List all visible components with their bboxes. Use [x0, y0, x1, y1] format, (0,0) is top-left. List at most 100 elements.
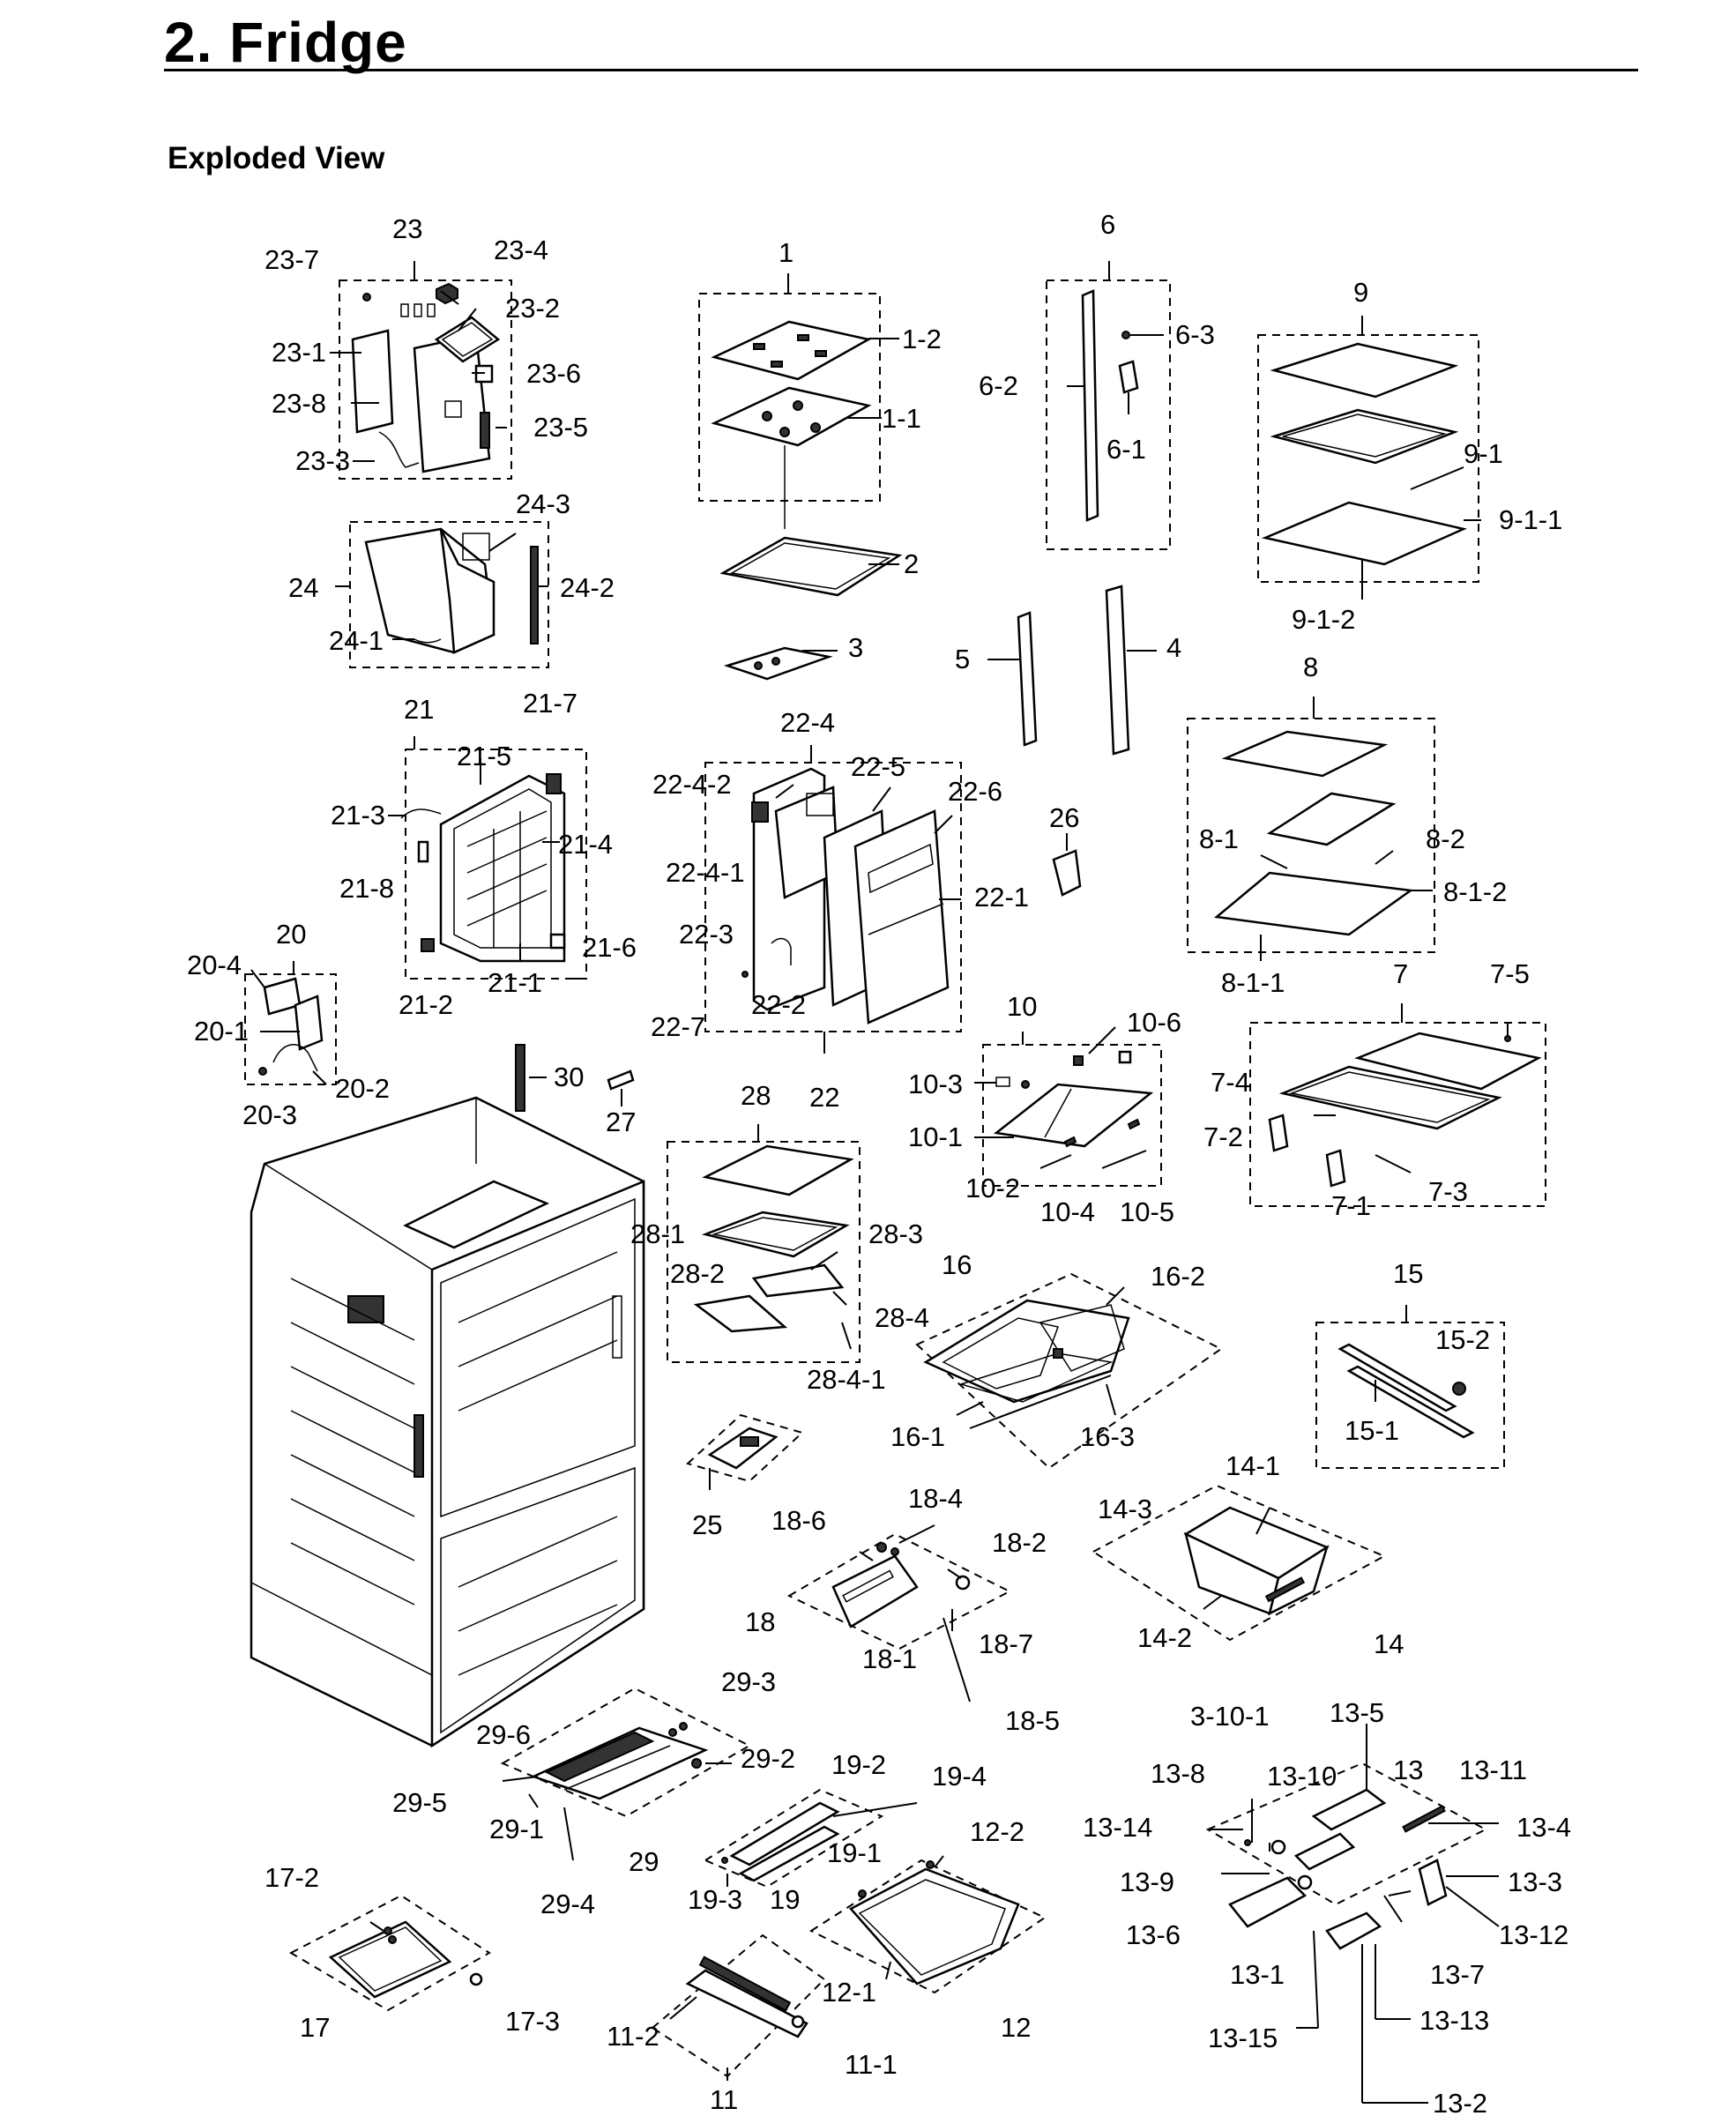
label-13-11: 13-11: [1459, 1755, 1527, 1785]
label-20-1: 20-1: [194, 1016, 249, 1047]
label-7: 7: [1393, 958, 1408, 989]
label-20-3: 20-3: [242, 1099, 297, 1130]
label-10-2: 10-2: [965, 1173, 1020, 1203]
label-9-1-2: 9-1-2: [1292, 604, 1355, 635]
label-10-4: 10-4: [1040, 1196, 1095, 1227]
label-7-5: 7-5: [1490, 958, 1530, 989]
label-10-6: 10-6: [1127, 1007, 1181, 1038]
label-28-4-1: 28-4-1: [807, 1364, 886, 1395]
assembly-22-air-duct: [704, 745, 962, 1054]
label-22-4-2: 22-4-2: [652, 769, 732, 800]
label-21-4: 21-4: [558, 829, 613, 860]
label-29-1: 29-1: [489, 1814, 544, 1844]
assembly-18: [786, 1524, 1012, 1702]
assembly-7-shelf: [1249, 1003, 1546, 1207]
label-17-2: 17-2: [264, 1862, 319, 1893]
label-23-2: 23-2: [505, 293, 560, 324]
label-28-3: 28-3: [868, 1218, 923, 1249]
label-21-1: 21-1: [488, 967, 542, 998]
label-11: 11: [710, 2084, 738, 2115]
label-22-4: 22-4: [780, 707, 835, 738]
label-14: 14: [1374, 1628, 1404, 1659]
label-18-7: 18-7: [979, 1628, 1033, 1659]
label-23-6: 23-6: [526, 358, 581, 389]
subtitle-exploded-view: Exploded View: [168, 141, 385, 175]
label-13-6: 13-6: [1126, 1919, 1181, 1950]
label-8: 8: [1303, 652, 1318, 682]
label-22-1: 22-1: [974, 882, 1029, 913]
page-title: 2. Fridge: [164, 11, 407, 74]
assembly-12-drawer: [808, 1855, 1047, 1994]
label-15: 15: [1393, 1258, 1423, 1289]
label-28-2: 28-2: [670, 1258, 725, 1289]
part-27: [607, 1069, 635, 1106]
part-25: [686, 1413, 804, 1490]
label-13-13: 13-13: [1419, 2005, 1489, 2036]
label-10-1: 10-1: [908, 1121, 963, 1152]
label-18: 18: [745, 1606, 775, 1637]
label-19-1: 19-1: [827, 1837, 882, 1868]
label-6-2: 6-2: [979, 370, 1018, 401]
label-13-3: 13-3: [1508, 1866, 1562, 1897]
label-13-7: 13-7: [1430, 1959, 1485, 1990]
label-12: 12: [1001, 2012, 1031, 2043]
label-20-4: 20-4: [187, 950, 242, 980]
callout-labels: 23 23-7 23-4 23-2 23-1 23-6 23-8 23-5 23…: [187, 209, 1571, 2116]
label-14-1: 14-1: [1226, 1450, 1280, 1481]
label-13-14: 13-14: [1083, 1812, 1152, 1843]
label-21: 21: [404, 694, 434, 725]
label-10-3: 10-3: [908, 1069, 963, 1099]
label-23-1: 23-1: [272, 337, 326, 368]
label-13: 13: [1393, 1755, 1423, 1785]
label-21-8: 21-8: [339, 873, 394, 904]
label-16-2: 16-2: [1151, 1261, 1205, 1292]
label-9: 9: [1353, 277, 1368, 308]
label-19-4: 19-4: [932, 1761, 987, 1792]
label-27: 27: [606, 1106, 636, 1137]
label-13-2: 13-2: [1433, 2088, 1487, 2116]
assembly-14-crisper: [1092, 1484, 1387, 1642]
label-19-2: 19-2: [831, 1749, 886, 1780]
label-21-6: 21-6: [582, 932, 637, 963]
label-22-2: 22-2: [751, 989, 806, 1020]
label-23-4: 23-4: [494, 235, 548, 265]
label-13-12: 13-12: [1499, 1919, 1568, 1950]
label-13-15: 13-15: [1208, 2023, 1278, 2053]
label-24-1: 24-1: [329, 625, 384, 656]
label-19-3: 19-3: [688, 1884, 742, 1915]
label-13-8: 13-8: [1151, 1758, 1205, 1789]
fridge-cabinet: [250, 1096, 645, 1748]
label-23-8: 23-8: [272, 388, 326, 419]
label-1: 1: [779, 237, 793, 268]
label-18-2: 18-2: [992, 1527, 1047, 1558]
part-30: [515, 1044, 547, 1112]
assembly-15-rail: [1315, 1305, 1505, 1469]
label-21-2: 21-2: [399, 989, 453, 1020]
label-24-3: 24-3: [516, 488, 570, 519]
label-25: 25: [692, 1509, 722, 1540]
assembly-6: [1046, 261, 1171, 550]
label-6: 6: [1100, 209, 1115, 240]
label-18-5: 18-5: [1005, 1705, 1060, 1736]
label-26: 26: [1049, 802, 1079, 833]
assembly-9-shelf: [1257, 316, 1481, 600]
label-14-3: 14-3: [1098, 1494, 1152, 1524]
label-22-7: 22-7: [651, 1011, 705, 1042]
assembly-13-dispenser: [1205, 1724, 1500, 2104]
label-7-3: 7-3: [1428, 1176, 1468, 1207]
label-13-5: 13-5: [1330, 1697, 1384, 1728]
label-22-5: 22-5: [851, 751, 905, 782]
label-11-2: 11-2: [607, 2021, 659, 2052]
label-9-1-1: 9-1-1: [1499, 504, 1562, 535]
label-22-3: 22-3: [679, 919, 734, 950]
label-8-2: 8-2: [1426, 823, 1465, 854]
label-21-3: 21-3: [331, 800, 385, 831]
label-16-1: 16-1: [890, 1421, 945, 1452]
label-28-4: 28-4: [875, 1302, 929, 1333]
label-29: 29: [629, 1846, 659, 1877]
label-15-2: 15-2: [1435, 1324, 1490, 1355]
label-17: 17: [300, 2012, 330, 2043]
label-23: 23: [392, 213, 422, 244]
label-21-7: 21-7: [523, 688, 577, 719]
